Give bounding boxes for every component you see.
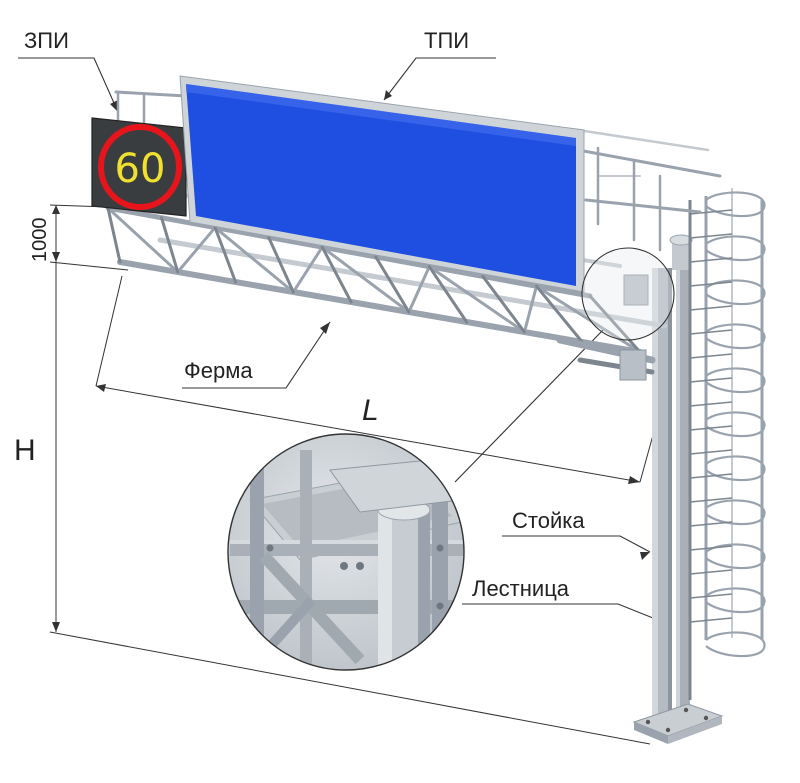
label-height: H <box>14 434 36 467</box>
ladder-cage-hoop <box>705 455 766 482</box>
truss-diagonal <box>176 226 217 274</box>
ladder-rung <box>689 377 733 383</box>
ladder-rung <box>689 401 733 407</box>
label-speed-sign: ЗПИ <box>24 28 69 53</box>
ladder-rung <box>689 353 733 359</box>
truss-diagonal <box>534 284 642 354</box>
post <box>652 234 693 730</box>
label-truss: Ферма <box>184 358 253 383</box>
truss-diagonal <box>407 265 431 314</box>
post-base-plate <box>632 703 724 744</box>
ladder-cage-hoop <box>705 587 766 614</box>
ladder-rung <box>689 305 733 311</box>
truss-vertical <box>106 206 122 264</box>
speed-sign-value: 60 <box>115 146 166 192</box>
ladder-cage-hoop <box>705 499 766 526</box>
ladder-rung <box>689 617 733 623</box>
ladder-cage-hoop <box>705 411 766 438</box>
ladder-cage-hoop <box>705 631 766 658</box>
truss-diagonal <box>320 245 411 314</box>
truss-vertical <box>427 265 469 324</box>
ladder-rung <box>689 521 733 527</box>
truss-diagonal <box>522 284 538 334</box>
ladder-cage-hoop <box>705 367 766 394</box>
truss-vertical <box>213 226 238 284</box>
truss-vertical <box>588 294 642 354</box>
label-board: ТПИ <box>424 28 469 53</box>
ladder-rung <box>689 545 733 551</box>
ladder-rung <box>689 329 733 335</box>
truss-vertical <box>267 235 295 294</box>
ladder-rung <box>689 497 733 503</box>
ladder-cage-hoop <box>705 279 766 306</box>
ladder-rung <box>689 209 733 215</box>
truss-vertical <box>534 284 584 344</box>
truss-vertical <box>374 255 411 314</box>
ladder-rung <box>689 569 733 575</box>
label-post: Стойка <box>512 508 585 533</box>
leader-lines <box>18 57 669 625</box>
truss-vertical <box>481 274 526 334</box>
ladder-rung <box>689 281 733 287</box>
ladder-rung <box>689 449 733 455</box>
text-labels: ЗПИ ТПИ Ферма L H 1000 Стойка Лестница <box>14 28 585 601</box>
info-board <box>179 75 585 293</box>
ladder-rung <box>689 257 733 263</box>
ladder-rung <box>689 233 733 239</box>
ladder-rung <box>689 425 733 431</box>
dimension-lines <box>49 204 667 745</box>
truss-diagonal <box>291 245 324 294</box>
truss-diagonal <box>106 206 180 274</box>
truss-diagonal <box>427 265 526 334</box>
ladder-cage-hoop <box>705 191 766 218</box>
ladder <box>688 188 766 700</box>
ladder-rung <box>689 473 733 479</box>
ladder-cage-hoop <box>705 323 766 350</box>
label-truss-depth: 1000 <box>29 218 51 263</box>
speed-sign: 60 <box>91 117 187 217</box>
ladder-rung <box>689 593 733 599</box>
label-ladder: Лестница <box>472 576 570 601</box>
detail-mark <box>581 247 675 341</box>
truss-diagonal <box>213 226 295 294</box>
ladder-cage-hoop <box>705 235 766 262</box>
ladder-cage-hoop <box>705 543 766 570</box>
truss-vertical <box>160 216 180 274</box>
truss-vertical <box>320 245 353 304</box>
label-span: L <box>362 394 379 427</box>
detail-view <box>227 433 465 671</box>
